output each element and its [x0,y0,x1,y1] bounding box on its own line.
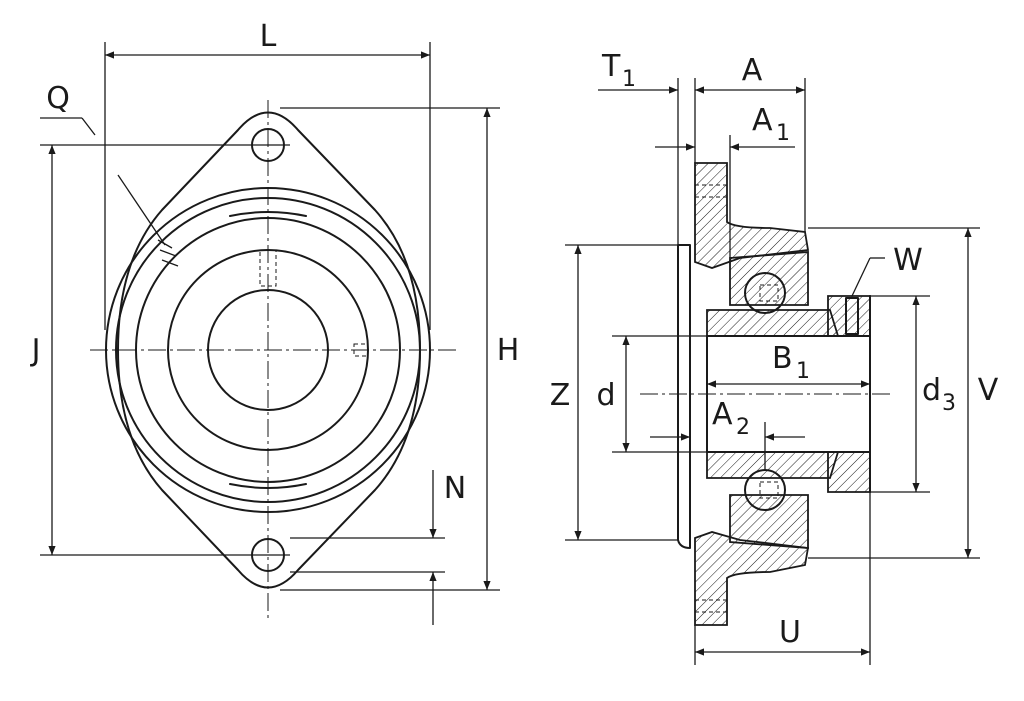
inner-ring-top [706,309,840,337]
label-B1-sub: 1 [796,359,810,384]
locking-collar-top [827,295,871,337]
label-J: J [30,333,41,368]
housing-section-top [694,162,810,269]
label-T1: T [601,49,621,84]
label-V: V [978,373,999,408]
label-A2-sub: 2 [736,415,750,440]
flange-outline [117,111,421,589]
outer-ring-top [729,251,809,306]
lube-marks [157,239,179,267]
label-Q: Q [46,81,70,116]
label-U: U [779,615,801,650]
label-T1-sub: 1 [622,67,636,92]
label-d3-sub: 3 [942,391,956,416]
label-d3: d [922,373,941,408]
set-screw [845,297,859,335]
label-A1-sub: 1 [776,121,790,146]
ball-hidden-bottom [759,481,779,499]
outer-ring-bottom [729,494,809,549]
label-N: N [444,471,466,506]
locking-collar-bottom [827,451,871,493]
leader-W [851,257,871,297]
seal-arc-top [229,211,307,217]
label-W: W [893,243,923,278]
inner-ring-bottom [706,451,840,479]
label-B1: B [772,341,793,376]
label-d: d [596,378,615,413]
leader-Q [81,117,96,136]
label-H: H [497,333,520,368]
label-L: L [260,19,277,54]
side-section-view: T 1 A A 1 W Z d B 1 A 2 [550,49,999,665]
flange-face [677,244,691,549]
label-A1: A [752,103,773,138]
label-A: A [742,53,763,88]
front-view: L Q J H N [30,19,520,625]
label-Z: Z [550,378,571,413]
ball-hidden-top [759,284,779,302]
ball-top [744,272,786,314]
label-A2: A [712,397,733,432]
leader-Q-tail [117,174,166,246]
